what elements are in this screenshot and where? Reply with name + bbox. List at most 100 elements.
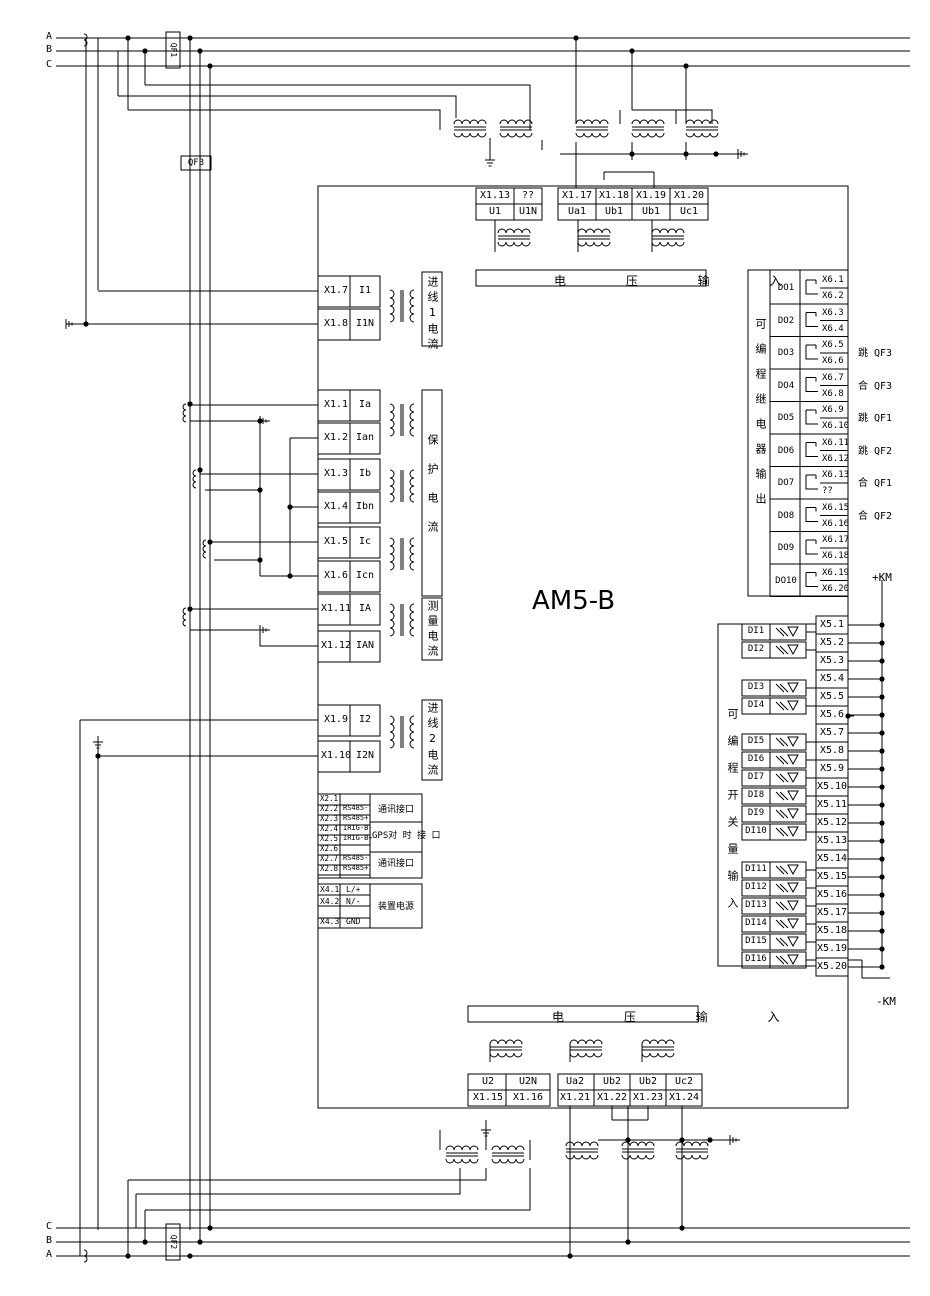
wire — [128, 1168, 487, 1181]
relay-note-DO4: 合 QF3 — [858, 380, 893, 392]
di-terminal-X5.1: X5.1 — [819, 619, 845, 630]
relay-note-DO5: 跳 QF1 — [858, 413, 893, 424]
ct-prot-b-secondary — [409, 469, 415, 503]
di-DI4: DI4 — [747, 700, 765, 710]
bus-label-bottom-B: B — [46, 1235, 53, 1246]
junction-dot — [257, 487, 263, 493]
wire — [805, 280, 818, 295]
power-signal-N/-: N/- — [346, 897, 361, 906]
junction-dot — [879, 802, 885, 808]
junction-dot — [879, 874, 885, 880]
bot-term-strip-left — [467, 1073, 551, 1107]
opto-arrow — [775, 901, 785, 911]
wire — [805, 377, 818, 392]
signal-I2N: I2N — [355, 750, 375, 761]
di-terminal-X5.11: X5.11 — [816, 799, 848, 810]
power-signal-GND: GND — [346, 917, 361, 926]
junction-dot — [287, 573, 293, 579]
bottom-voltage-input-label: 电 压 输 入 — [552, 1010, 808, 1024]
signal-Ic: Ic — [358, 536, 372, 547]
wires — [56, 37, 910, 1257]
vt-bus1-b-primary — [631, 119, 665, 125]
top-terminal-X1.18: X1.18 — [598, 190, 630, 201]
device-title: AM5-B — [532, 586, 616, 616]
terminal-X1.2: X1.2 — [323, 432, 349, 443]
vt-bus2-c-secondary — [675, 1154, 709, 1160]
optocoupler-DI7 — [769, 769, 807, 787]
terminal-X1.9: X1.9 — [323, 714, 349, 725]
int-vt-ua2-primary — [569, 1039, 603, 1045]
relay-note-DO7: 合 QF1 — [858, 478, 893, 489]
ct-line2-primary — [389, 715, 395, 749]
vt-line1-a-secondary — [453, 132, 487, 138]
di-DI16: DI16 — [745, 954, 767, 964]
int-vt-uc1-secondary — [651, 241, 685, 247]
opto-arrow — [775, 955, 785, 965]
opto-diode-DI4 — [787, 700, 799, 712]
opto-arrow — [775, 701, 785, 711]
junction-dot — [625, 1239, 631, 1245]
line1-current-box — [421, 271, 443, 347]
opto-arrow — [775, 737, 785, 747]
di-terminal-X5.14: X5.14 — [816, 853, 848, 864]
opto-diode-DI7 — [787, 772, 799, 784]
line2-current-box — [421, 699, 443, 781]
opto-diode-DI10 — [787, 826, 799, 838]
wire — [805, 442, 818, 457]
signal-Ibn: Ibn — [355, 501, 375, 512]
ct-measure-secondary — [409, 603, 415, 637]
relay-terminal-X6.18: X6.18 — [822, 551, 850, 561]
opto-arrow — [779, 901, 789, 911]
terminal-X1.1: X1.1 — [323, 399, 349, 410]
di-terminal-X5.4: X5.4 — [819, 673, 845, 684]
vt-bus2-b-primary — [621, 1141, 655, 1147]
qf1-breaker — [165, 31, 181, 69]
junction-dot — [879, 838, 885, 844]
junction-dot — [879, 892, 885, 898]
optocoupler-DI13 — [769, 897, 807, 915]
opto-arrow — [779, 827, 789, 837]
signal-I1: I1 — [358, 285, 372, 296]
power-terminal-X4.1: X4.1 — [320, 885, 340, 894]
optocoupler-DI16 — [769, 951, 807, 969]
opto-diode-DI16 — [787, 954, 799, 966]
qf3-breaker — [180, 155, 212, 171]
relay-note-DO6: 跳 QF2 — [858, 445, 893, 457]
opto-arrow — [775, 919, 785, 929]
signal-box-Ic — [349, 526, 381, 559]
signal-box-Ian — [349, 422, 381, 455]
junction-dot — [879, 658, 885, 664]
opto-arrow — [775, 683, 785, 693]
terminal-X1.10: X1.10 — [320, 750, 352, 761]
signal-box-I2N — [349, 740, 381, 773]
top-terminal-X1.13: X1.13 — [479, 190, 511, 201]
top-signal-U1N: U1N — [518, 206, 538, 217]
int-vt-ua2-secondary — [569, 1052, 603, 1058]
bottom-voltage-input-bar — [467, 1005, 699, 1023]
signal-Icn: Icn — [355, 570, 375, 581]
opto-arrow — [775, 627, 785, 637]
di-DI13: DI13 — [745, 900, 767, 910]
relay-terminal-X6.9: X6.9 — [822, 405, 844, 415]
comm-signal-IRIG-B-: IRIG-B- — [343, 824, 373, 832]
vt-line2-a-secondary — [445, 1158, 479, 1164]
int-vt-line1-primary — [497, 228, 531, 234]
top-signal-Ub1: Ub1 — [604, 206, 624, 217]
di-terminal-X5.8: X5.8 — [819, 745, 845, 756]
opto-diode-DI1 — [787, 626, 799, 638]
vt-line1-b-primary — [499, 119, 533, 125]
junction-dot — [713, 151, 719, 157]
protection-current-box — [421, 389, 443, 597]
vt-bus1-b-secondary — [631, 132, 665, 138]
di-terminal-X5.18: X5.18 — [816, 925, 848, 936]
junction-dot — [207, 1225, 213, 1231]
bus-label-bottom-C: C — [46, 1221, 53, 1232]
opto-diode-DI15 — [787, 936, 799, 948]
relay-DO10: DO10 — [775, 575, 797, 586]
bus-label-top-C: C — [46, 59, 53, 70]
junction-dot — [879, 622, 885, 628]
terminal-X1.3: X1.3 — [323, 468, 349, 479]
relay-DO2: DO2 — [777, 315, 795, 326]
relay-terminal-X6.4: X6.4 — [822, 323, 844, 334]
